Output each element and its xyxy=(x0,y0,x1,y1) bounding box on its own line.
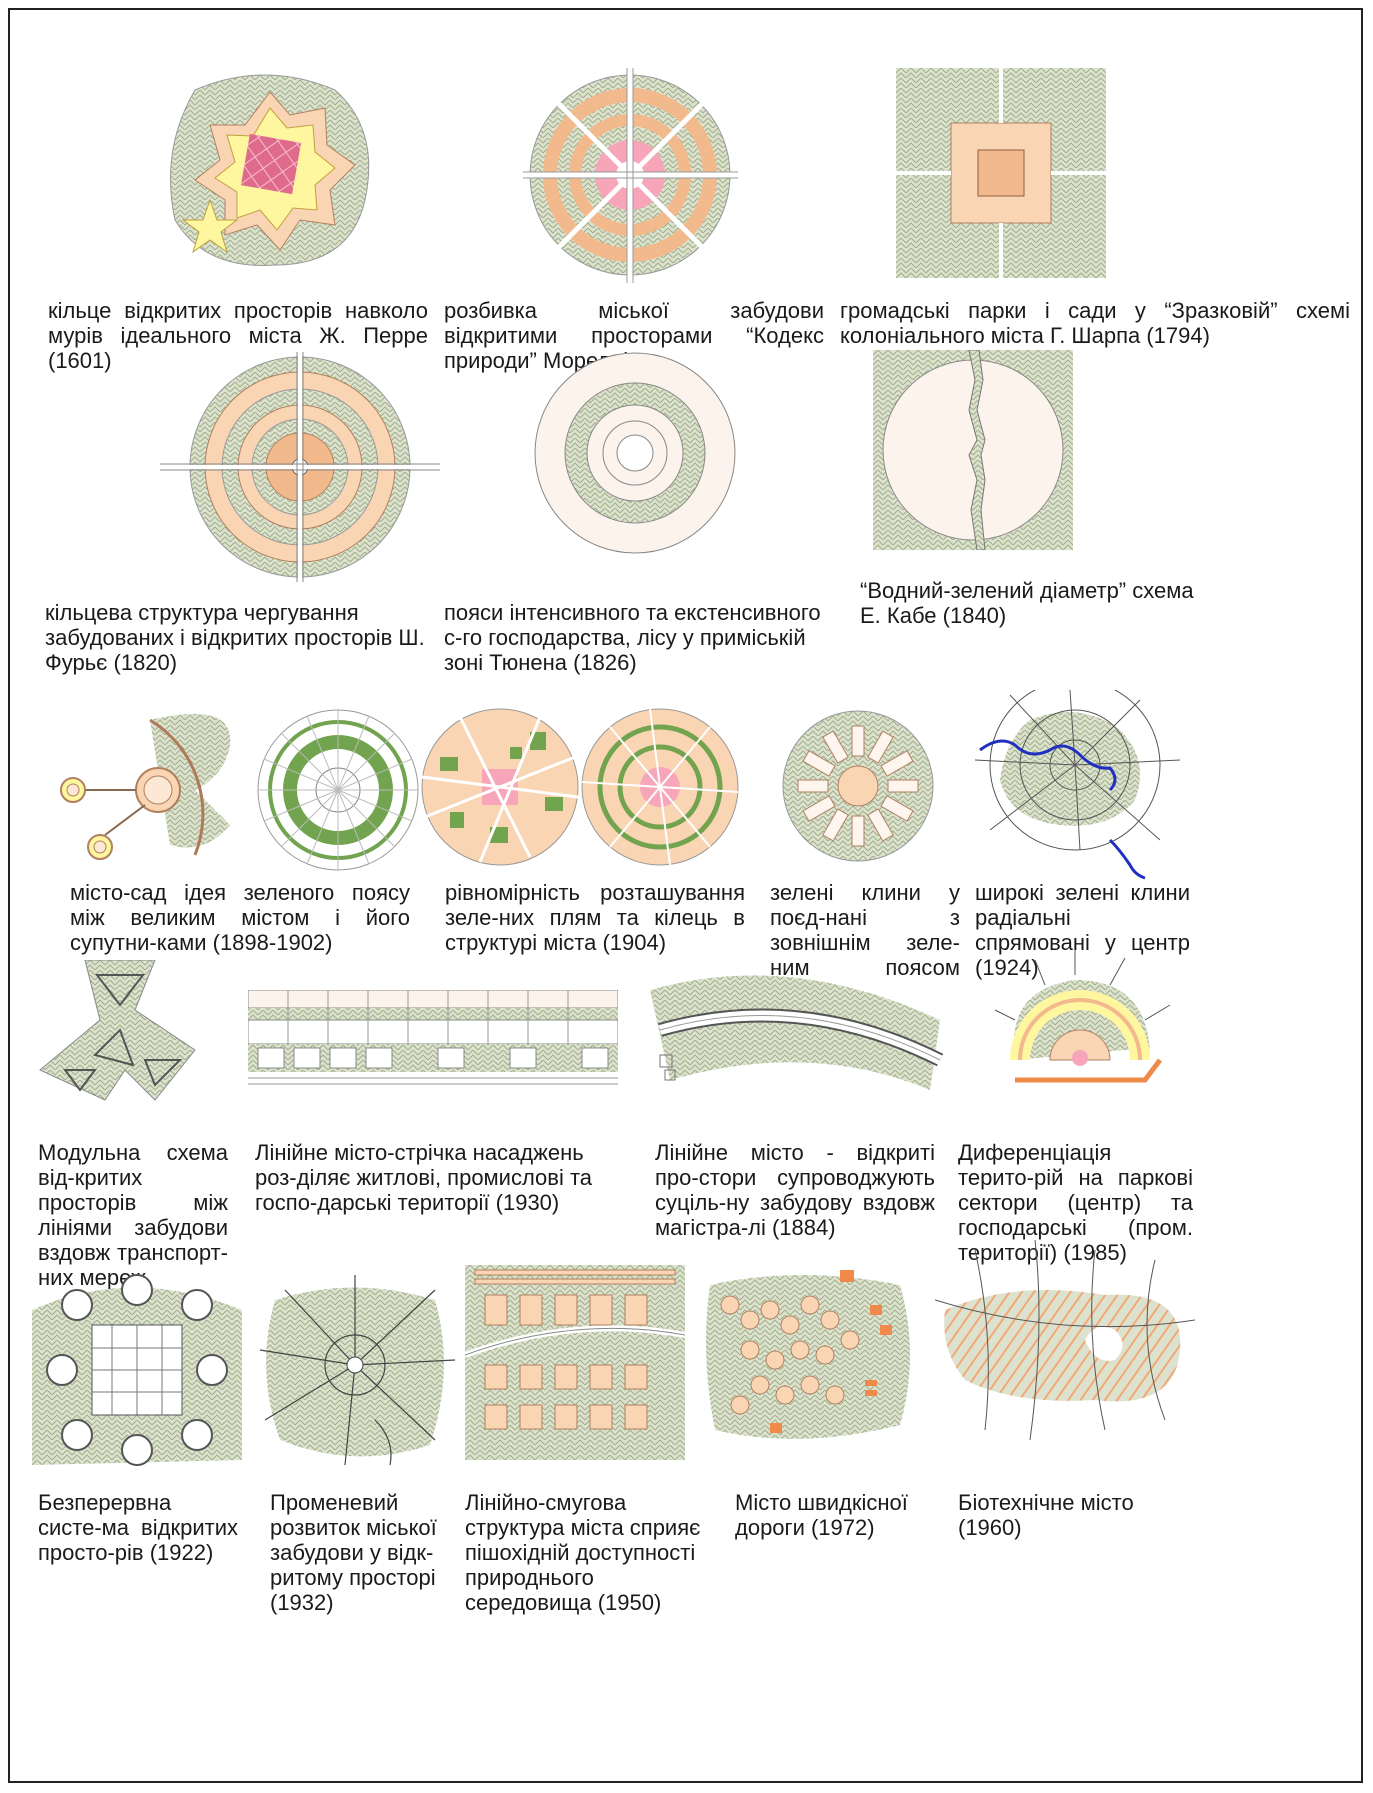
caption-cabet: “Водний-зелений діаметр” схема Е. Кабе (… xyxy=(860,578,1220,628)
morelly-nature-code-diagram xyxy=(523,68,738,283)
fourier-ring-structure-diagram xyxy=(160,352,440,582)
caption-linear-band: Лінійно-смугова структура міста сприяє п… xyxy=(465,1490,725,1615)
sharp-colonial-city-diagram xyxy=(896,68,1106,278)
caption-garden-city: місто-сад ідея зеленого поясу між велики… xyxy=(70,880,410,955)
caption-modular: Модульна схема від-критих просторів між … xyxy=(38,1140,228,1290)
continuous-open-space-diagram xyxy=(22,1270,247,1470)
caption-radial: Променевий розвиток міської забудови у в… xyxy=(270,1490,470,1615)
territory-differentiation-diagram xyxy=(975,950,1185,1120)
perret-ideal-city-diagram xyxy=(165,70,375,270)
linear-city-highway-diagram xyxy=(640,960,960,1110)
caption-fourier: кільцева структура чергування забудовани… xyxy=(45,600,425,675)
highway-city-diagram xyxy=(700,1265,920,1445)
cabet-water-green-diameter-diagram xyxy=(873,350,1073,550)
garden-city-diagram xyxy=(55,705,425,875)
caption-uniform: рівномірність розташування зеле-них плям… xyxy=(445,880,745,955)
wide-radial-wedges-diagram xyxy=(970,690,1190,880)
caption-thunen: пояси інтенсивного та екстенсивного с-го… xyxy=(444,600,824,675)
caption-biotech: Біотехнічне місто (1960) xyxy=(958,1490,1198,1540)
caption-highway: Місто швидкісної дороги (1972) xyxy=(735,1490,925,1540)
biotechnical-city-diagram xyxy=(935,1240,1195,1440)
caption-linear-strip: Лінійне місто-стрічка насаджень роз-діля… xyxy=(255,1140,615,1215)
thunen-zones-diagram xyxy=(530,348,740,558)
caption-linear-city: Лінійне місто - відкриті про-стори супро… xyxy=(655,1140,935,1240)
radial-development-diagram xyxy=(255,1270,455,1470)
uniform-green-spots-diagram xyxy=(420,705,740,870)
linear-band-structure-diagram xyxy=(465,1265,685,1460)
modular-open-space-diagram xyxy=(35,960,205,1120)
caption-sharp: громадські парки і сади у “Зразковій” сх… xyxy=(840,298,1350,348)
linear-strip-city-diagram xyxy=(248,990,618,1090)
green-wedges-diagram xyxy=(778,706,938,866)
caption-continuous: Безперервна систе-ма відкритих просто-рі… xyxy=(38,1490,238,1565)
